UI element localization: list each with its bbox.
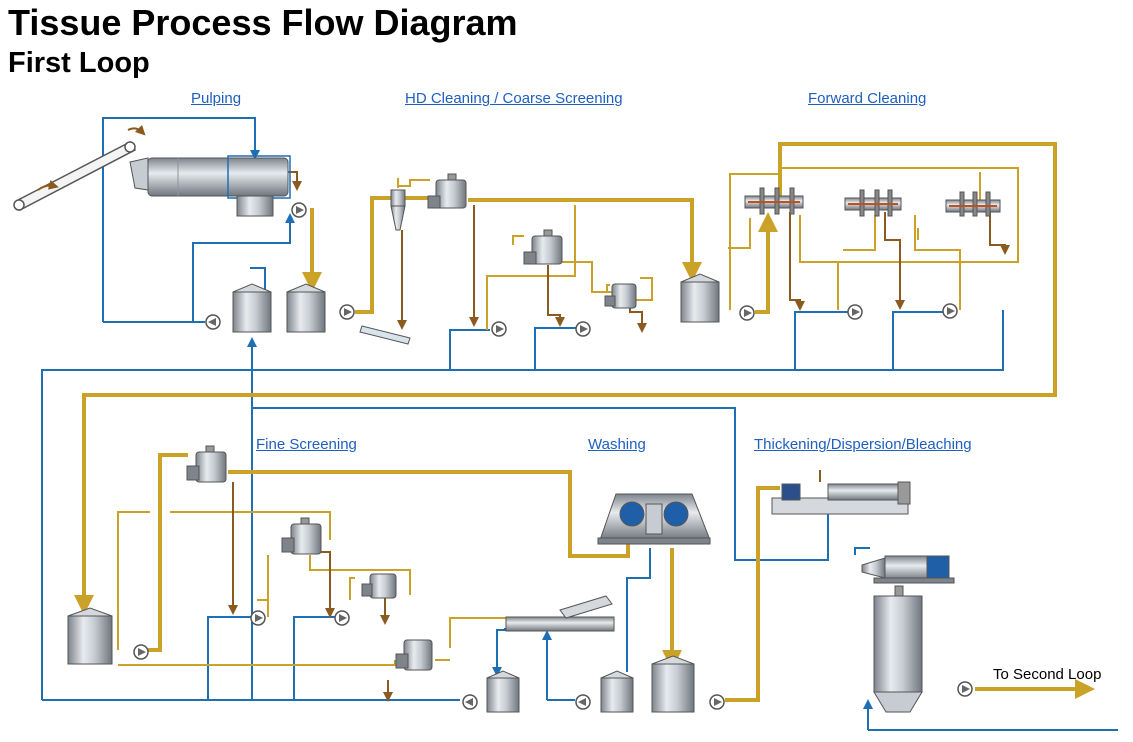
conveyor-belt — [13, 124, 146, 212]
stock-lines-minor — [117, 167, 1019, 666]
stock-lines-main — [74, 142, 1095, 702]
section-link-fine-screening[interactable]: Fine Screening — [256, 436, 357, 453]
drum-pulper — [129, 155, 291, 217]
pressure-screens — [186, 173, 637, 671]
forward-cleaners — [744, 187, 1001, 217]
section-link-thickening[interactable]: Thickening/Dispersion/Bleaching — [754, 436, 972, 453]
pump-triangles — [138, 206, 970, 706]
pumps — [133, 202, 973, 710]
washer — [597, 493, 711, 545]
screw-press — [771, 481, 911, 515]
outlet-label: To Second Loop — [993, 666, 1102, 683]
bleach-tower — [873, 585, 923, 713]
section-link-pulping[interactable]: Pulping — [191, 90, 242, 107]
reject-screw-screen — [505, 595, 615, 632]
hd-cleaner — [359, 189, 411, 345]
page-title: Tissue Process Flow Diagram — [8, 2, 518, 43]
storage-tanks — [67, 273, 720, 713]
section-link-forward-cleaning[interactable]: Forward Cleaning — [808, 90, 927, 107]
section-link-hd-cleaning[interactable]: HD Cleaning / Coarse Screening — [405, 90, 623, 107]
section-link-washing[interactable]: Washing — [588, 436, 646, 453]
page-subtitle: First Loop — [8, 47, 150, 79]
disperser — [861, 555, 955, 584]
